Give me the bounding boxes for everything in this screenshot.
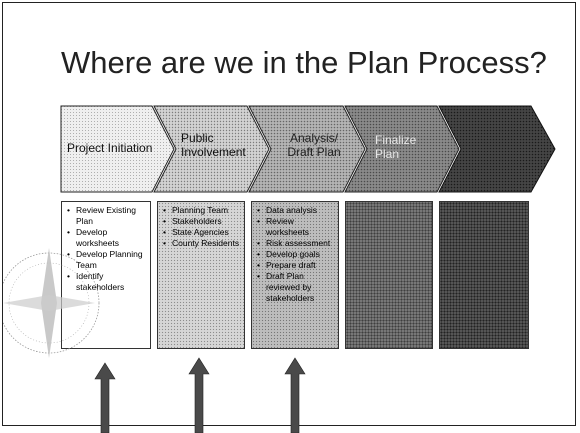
- stage-chevron-1: [60, 105, 175, 193]
- stage-label-1: Project Initiation: [67, 141, 153, 155]
- process-chevrons: [60, 105, 556, 193]
- stage-chevron-2: [153, 105, 270, 193]
- task-item: Stakeholders: [163, 216, 240, 227]
- task-item: Review Existing Plan: [67, 205, 146, 227]
- task-box-3: Data analysis Review worksheets Risk ass…: [251, 201, 339, 349]
- task-item: Review worksheets: [257, 216, 334, 238]
- task-item: Develop Planning Team: [67, 249, 146, 271]
- task-item: State Agencies: [163, 227, 240, 238]
- task-box-1: Review Existing Plan Develop worksheets …: [61, 201, 151, 349]
- task-item: Planning Team: [163, 205, 240, 216]
- pointer-arrow-2: [188, 357, 210, 433]
- task-box-5: [439, 201, 529, 349]
- stage-chevron-3: [248, 105, 366, 193]
- stage-label-4: Finalize Plan: [375, 133, 417, 161]
- task-item: Risk assessment: [257, 238, 334, 249]
- pointer-arrow-3: [284, 357, 306, 433]
- task-list-2: Planning Team Stakeholders State Agencie…: [158, 202, 244, 249]
- task-item: Develop goals: [257, 249, 334, 260]
- slide-title: Where are we in the Plan Process?: [61, 45, 547, 80]
- pointer-arrow-1: [94, 362, 116, 433]
- task-item: Prepare draft: [257, 260, 334, 271]
- task-item: Data analysis: [257, 205, 334, 216]
- task-item: County Residents: [163, 238, 240, 249]
- stage-chevron-5: [438, 105, 556, 193]
- stage-label-3: Analysis/ Draft Plan: [287, 131, 341, 159]
- compass-watermark: [3, 248, 100, 358]
- task-list-3: Data analysis Review worksheets Risk ass…: [252, 202, 338, 304]
- task-box-4: [345, 201, 433, 349]
- task-item: Identify stakeholders: [67, 271, 146, 293]
- stage-label-2: Public Involvement: [181, 131, 246, 159]
- task-item: Develop worksheets: [67, 227, 146, 249]
- task-item: Draft Plan reviewed by stakeholders: [257, 271, 334, 304]
- stage-chevron-4: [344, 105, 460, 193]
- task-box-2: Planning Team Stakeholders State Agencie…: [157, 201, 245, 349]
- task-list-1: Review Existing Plan Develop worksheets …: [62, 202, 150, 293]
- pointer-arrows: [94, 357, 306, 433]
